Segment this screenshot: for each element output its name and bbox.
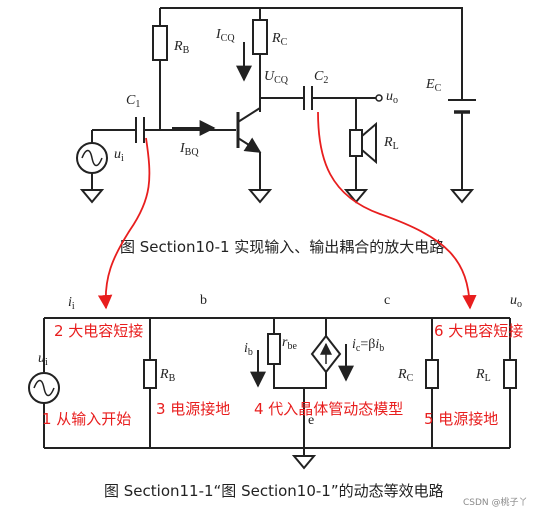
- ground-icon: [343, 189, 369, 204]
- resistor-rc-dynamic: [425, 359, 439, 389]
- red-arrow-left: [97, 137, 151, 310]
- label-ib: ib: [244, 341, 253, 358]
- annotation-step4: 4 代入晶体管动态模型: [254, 400, 403, 418]
- label-rbe: rbe: [282, 335, 297, 352]
- resistor-rb: [152, 25, 168, 61]
- label-rl-dynamic: RL: [475, 367, 491, 384]
- annotation-step6: 6 大电容短接: [434, 322, 523, 340]
- caption-bottom: 图 Section11-1“图 Section10-1”的动态等效电路: [104, 482, 444, 500]
- label-node-e: e: [308, 413, 314, 428]
- resistor-rbe: [267, 333, 281, 365]
- resistor-rc: [252, 19, 268, 55]
- resistor-rl-dynamic: [503, 359, 517, 389]
- label-rb-dynamic: RB: [159, 367, 176, 384]
- label-ii: ii: [68, 295, 75, 312]
- label-rb: RB: [173, 39, 190, 56]
- annotation-step1: 1 从输入开始: [42, 410, 131, 428]
- label-c2: C2: [314, 69, 328, 86]
- annotation-step3: 3 电源接地: [156, 400, 230, 418]
- label-node-b: b: [200, 293, 207, 308]
- label-ec: EC: [425, 77, 442, 94]
- label-node-c: c: [384, 293, 390, 308]
- label-uo-dynamic: uo: [510, 293, 522, 310]
- ground-icon: [449, 189, 475, 204]
- resistor-rl: [349, 129, 363, 157]
- red-arrow-right: [317, 111, 477, 310]
- label-icq: ICQ: [215, 27, 235, 44]
- label-ibq: IBQ: [179, 141, 199, 158]
- label-ic: ic=βib: [352, 337, 384, 354]
- watermark: CSDN @桃子丫: [463, 496, 528, 508]
- ground-icon: [79, 189, 105, 204]
- speaker-icon: [361, 121, 377, 165]
- transistor-npn: [236, 98, 273, 204]
- label-c1: C1: [126, 93, 140, 110]
- label-ui-dynamic: ui: [38, 351, 48, 368]
- annotation-step2: 2 大电容短接: [54, 322, 143, 340]
- caption-top: 图 Section10-1 实现输入、输出耦合的放大电路: [120, 238, 444, 256]
- bottom-circuit: ii b c e uo ui RB ib rbe ic=βib RC RL 2 …: [28, 293, 523, 470]
- battery-ec: [448, 99, 476, 204]
- ground-icon: [247, 189, 273, 204]
- label-uo: uo: [386, 89, 398, 106]
- resistor-rb-dynamic: [143, 359, 157, 389]
- label-ucq: UCQ: [264, 69, 289, 86]
- label-rc: RC: [271, 31, 288, 48]
- annotation-step5: 5 电源接地: [424, 410, 498, 428]
- label-rl: RL: [383, 135, 399, 152]
- top-circuit: RB RC ICQ UCQ C1 C2 IBQ ui uo EC RL: [76, 7, 476, 204]
- label-ui: ui: [114, 147, 124, 164]
- ground-icon: [291, 455, 317, 470]
- label-rc-dynamic: RC: [397, 367, 414, 384]
- output-terminal: [375, 94, 383, 102]
